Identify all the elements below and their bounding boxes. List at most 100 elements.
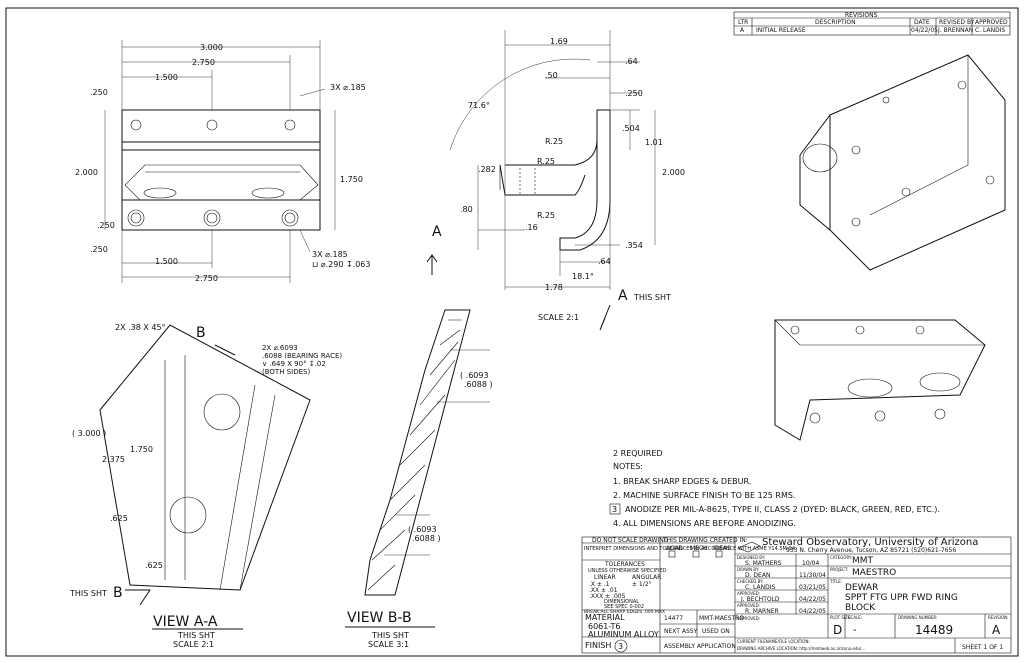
tb-tol-2: .XX ± .01: [589, 587, 618, 594]
dim-1500-b: 1.500: [155, 257, 178, 266]
aa-dim-1750: 1.750: [130, 445, 153, 454]
tb-checked-label: CHECKED BY:: [737, 579, 763, 584]
iso-view-bottom: [774, 319, 986, 441]
tb-finish-value: 3: [618, 642, 623, 651]
rev-row-revby: J. BRENNAN: [937, 27, 973, 34]
note-3: ANODIZE PER MIL-A-8625, TYPE II, CLASS 2…: [625, 505, 940, 514]
tb-size-label: PLOT SIZE: [830, 615, 851, 620]
tb-category: MMT: [852, 556, 874, 566]
tb-next-assy-num: 14477: [664, 615, 683, 622]
dim-1750: 1.750: [340, 175, 363, 184]
revisions-title: REVISIONS: [845, 12, 878, 19]
notes-header: NOTES:: [613, 462, 643, 471]
dim-250-side: .250: [625, 89, 643, 98]
dim-250-top: .250: [90, 88, 108, 97]
dim-2000-side: 2.000: [662, 168, 685, 177]
view-bb-sub1: THIS SHT: [371, 631, 409, 640]
tb-archive: DRAWING ARCHIVE LOCATION: http://mmtweb.…: [737, 646, 865, 651]
tb-title-label: TITLE:: [829, 579, 842, 584]
tb-used-on: USED ON: [702, 628, 730, 635]
rev-col-desc: DESCRIPTION: [815, 19, 856, 26]
dim-3000: 3.000: [200, 43, 223, 52]
tb-material-label: MATERIAL: [585, 613, 625, 622]
tb-finish-label: FINISH: [585, 641, 611, 650]
side-view: 1.69 .64 .50 .250 .504 1.01 2.000 R.25 R…: [426, 30, 685, 331]
bb-dim-top-1: ( .6093: [460, 371, 489, 380]
dim-282: .282: [478, 165, 496, 174]
dim-64-bottom: .64: [598, 257, 611, 266]
tb-category-label: CATEGORY:: [830, 555, 852, 560]
tb-title-1: DEWAR: [845, 583, 878, 593]
section-a-label-right: A: [618, 288, 628, 304]
dim-2750-b: 2.750: [195, 274, 218, 283]
dim-2000: 2.000: [75, 168, 98, 177]
tb-dwg-label: DRAWING NUMBER:: [898, 615, 937, 620]
revisions-block: REVISIONS LTR DESCRIPTION DATE REVISED B…: [733, 11, 1011, 36]
tb-drawn-label: DRAWN BY:: [737, 567, 759, 572]
tb-designed-by: S. MATHERS: [745, 560, 782, 567]
view-aa-sub1: THIS SHT: [177, 631, 215, 640]
bb-dim-bot-1: ( .6093: [408, 525, 437, 534]
dim-2750: 2.750: [192, 58, 215, 67]
tb-approved1-date: 04/22/05: [799, 596, 826, 603]
tb-created-in: THIS DRAWING CREATED IN:: [662, 537, 748, 544]
title-block: DO NOT SCALE DRAWING THIS DRAWING CREATE…: [581, 536, 1012, 654]
tb-current-file: CURRENT FILENAME/FILE LOCATION:: [737, 639, 810, 644]
tb-rev: A: [992, 623, 1001, 637]
tb-project: MAESTRO: [852, 568, 896, 578]
tb-cad-mech: MECH: [690, 545, 708, 552]
tb-cad-acad: ACAD: [666, 545, 683, 552]
tb-spec: SEE SPEC 0-002: [604, 604, 644, 610]
notes-block: 2 REQUIRED NOTES: 1. BREAK SHARP EDGES &…: [609, 449, 940, 528]
rev-col-revby: REVISED BY: [939, 19, 975, 26]
view-aa: 2X .38 X 45° 2X ⌀.6093 .6088 (BEARING RA…: [69, 323, 342, 649]
rev-col-date: DATE: [914, 19, 930, 26]
top-view: 3.000 2.750 1.500 .250 2.000 1.750 .250 …: [75, 40, 370, 283]
tb-material-1: 6061-T6: [588, 622, 621, 631]
tb-material-2: ALUMINUM ALLOY: [588, 630, 659, 639]
aa-dim-2375: 2.375: [102, 455, 125, 464]
tb-drawn-by: D. DEAN: [745, 572, 770, 579]
tb-linear: LINEAR: [594, 574, 616, 581]
tb-next-assy-name: MMT-MAESTRO: [699, 615, 744, 622]
notes-required: 2 REQUIRED: [613, 449, 663, 458]
tb-approved2-label: APPROVED:: [737, 603, 760, 608]
dim-16: .16: [525, 223, 538, 232]
dim-64-top: .64: [625, 57, 638, 66]
view-bb-sub2: SCALE 3:1: [368, 640, 409, 649]
tb-break: BREAK ALL SHARP EDGES .005 MAX: [584, 609, 665, 615]
tb-tol-angular: ± 1/2°: [632, 581, 652, 588]
dim-169: 1.69: [550, 37, 568, 46]
view-aa-title: VIEW A-A: [153, 614, 218, 630]
tb-dwg-number: 14489: [915, 623, 953, 637]
tb-designed-label: DESIGNED BY:: [737, 555, 765, 560]
rev-row-appr: C. LANDIS: [975, 27, 1005, 34]
tb-unless: UNLESS OTHERWISE SPECIFIED: [588, 568, 667, 574]
angle-181: 18.1°: [572, 272, 594, 281]
iso-view-top: [799, 54, 1006, 271]
aa-dim-625-a: .625: [110, 514, 128, 523]
aa-b-bottom-label: B: [113, 585, 123, 601]
note-1: 1. BREAK SHARP EDGES & DEBUR.: [613, 477, 751, 486]
tb-scale: -: [853, 625, 857, 636]
tb-approved3-label: APPROVED:: [737, 616, 760, 621]
bb-dim-bot-2: .6088 ): [412, 534, 441, 543]
sheet-border: [5, 7, 1019, 657]
note-3-number: 3: [612, 505, 617, 514]
tb-title-3: BLOCK: [845, 603, 876, 613]
dim-50: .50: [545, 71, 558, 80]
callout-3x-185-bottom: 3X ⌀.185: [312, 250, 348, 259]
tb-tolerances: TOLERANCES: [604, 561, 645, 568]
view-bb-title: VIEW B-B: [347, 610, 412, 626]
tb-org: Steward Observatory, University of Arizo…: [762, 537, 978, 548]
tb-angular: ANGULAR: [632, 574, 661, 581]
observatory-logo-icon: [737, 541, 761, 553]
rev-row-date: 04/22/05: [911, 27, 938, 34]
tb-tol-3: .XXX ± .005: [589, 593, 626, 600]
dim-r25-b: R.25: [537, 157, 555, 166]
tb-scale-label: SCALE:: [848, 615, 862, 620]
tb-assembly-app: ASSEMBLY APPLICATION: [664, 643, 736, 650]
aa-callout-bearing-1: 2X ⌀.6093: [262, 344, 298, 352]
tb-no-scale: DO NOT SCALE DRAWING: [592, 537, 669, 544]
